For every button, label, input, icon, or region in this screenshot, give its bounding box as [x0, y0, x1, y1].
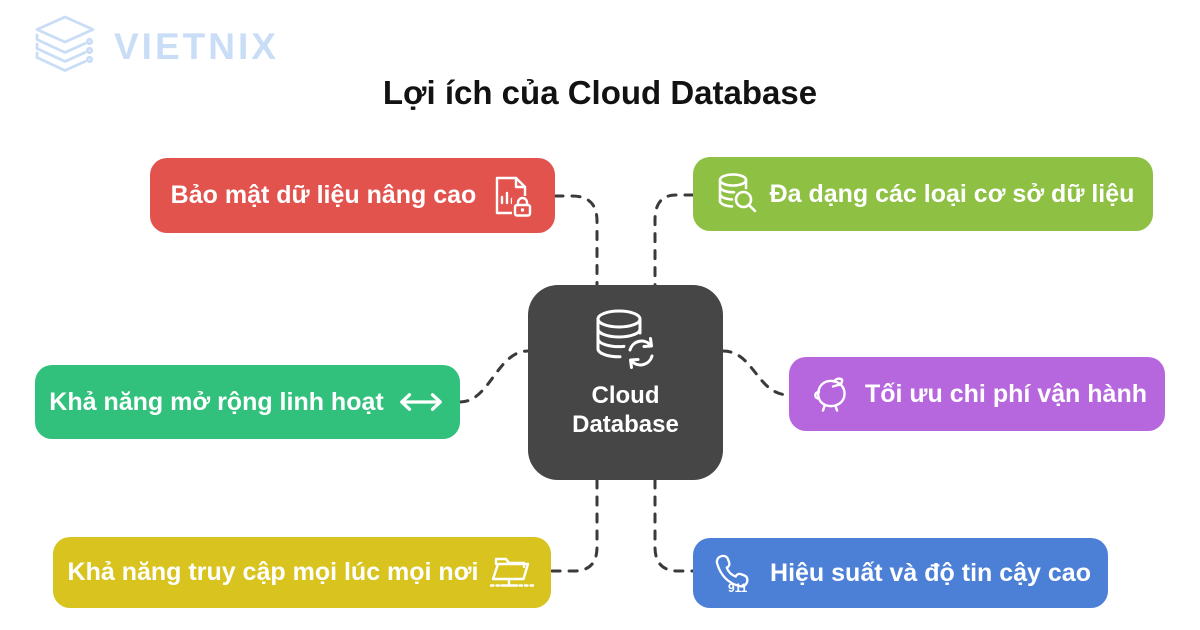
connector-top-right — [653, 193, 695, 287]
center-node-label: Cloud Database — [572, 382, 679, 439]
center-node-cloud-database: Cloud Database — [528, 285, 723, 480]
branch-access: Khả năng truy cập mọi lúc mọi nơi — [53, 537, 551, 608]
branch-performance-label: Hiệu suất và độ tin cậy cao — [770, 558, 1091, 587]
connector-mid-left — [458, 349, 530, 404]
branch-security-label: Bảo mật dữ liệu nâng cao — [170, 181, 477, 209]
connector-bottom-right — [653, 478, 695, 573]
folder-network-icon — [490, 550, 536, 596]
connector-bottom-left — [549, 478, 599, 573]
branch-cost: Tối ưu chi phí vận hành — [789, 357, 1165, 431]
branch-cost-label: Tối ưu chi phí vận hành — [865, 379, 1147, 408]
connector-mid-right — [721, 349, 791, 397]
vietnix-logo: VIETNIX — [30, 14, 279, 80]
vietnix-stack-icon — [30, 14, 100, 80]
phone-emergency-icon: 911 — [710, 550, 758, 596]
arrows-horizontal-icon — [396, 387, 446, 417]
branch-performance: 911 Hiệu suất và độ tin cậy cao — [693, 538, 1108, 608]
branch-scalability: Khả năng mở rộng linh hoạt — [35, 365, 460, 439]
branch-access-label: Khả năng truy cập mọi lúc mọi nơi — [67, 558, 479, 586]
phone-emergency-number: 911 — [728, 581, 748, 595]
branch-security: Bảo mật dữ liệu nâng cao — [150, 158, 555, 233]
piggy-bank-icon — [807, 371, 853, 417]
branch-variety-label: Đa dạng các loại cơ sở dữ liệu — [769, 179, 1135, 208]
branch-variety: Đa dạng các loại cơ sở dữ liệu — [693, 157, 1153, 231]
branch-scalability-label: Khả năng mở rộng linh hoạt — [49, 387, 384, 416]
vietnix-brand-text: VIETNIX — [114, 26, 279, 67]
document-lock-icon — [488, 173, 534, 219]
page-title: Lợi ích của Cloud Database — [382, 74, 818, 111]
database-search-icon — [712, 171, 758, 217]
connector-top-left — [553, 194, 599, 287]
database-sync-icon — [587, 305, 665, 377]
